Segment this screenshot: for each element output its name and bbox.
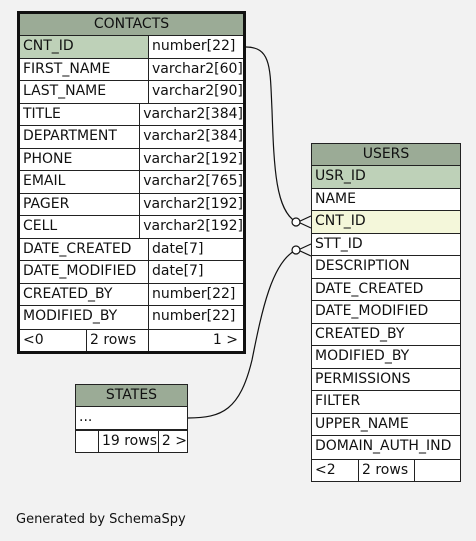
column-name: PERMISSIONS xyxy=(315,370,411,387)
table-states[interactable]: STATES ... 19 rows 2 > xyxy=(75,384,188,453)
column-name: STT_ID xyxy=(315,235,363,252)
column-name: PHONE xyxy=(23,150,73,167)
parents-count[interactable]: <2 xyxy=(315,461,336,478)
column-name: DATE_CREATED xyxy=(315,280,424,297)
column-name: MODIFIED_BY xyxy=(23,308,118,324)
contacts-column-row[interactable]: FIRST_NAME varchar2[60] xyxy=(20,58,243,81)
users-column-row[interactable]: USR_ID xyxy=(312,166,460,189)
users-column-row[interactable]: PERMISSIONS xyxy=(312,369,460,391)
column-name: CNT_ID xyxy=(20,36,148,58)
users-column-row[interactable]: DESCRIPTION xyxy=(312,256,460,279)
column-name: NAME xyxy=(315,190,356,207)
children-count xyxy=(414,459,460,481)
contacts-column-row[interactable]: CREATED_BY number[22] xyxy=(20,283,243,306)
column-name: DEPARTMENT xyxy=(23,128,117,144)
column-type: number[22] xyxy=(148,306,243,329)
column-name: DATE_CREATED xyxy=(23,240,132,257)
parents-count[interactable]: <0 xyxy=(23,331,44,348)
users-column-row[interactable]: DATE_MODIFIED xyxy=(312,301,460,324)
edge-states-to-users xyxy=(187,249,297,419)
table-users-footer: <2 2 rows xyxy=(312,458,460,481)
column-type: number[22] xyxy=(148,283,243,305)
column-name: UPPER_NAME xyxy=(315,415,409,432)
table-states-title: STATES xyxy=(76,385,187,407)
contacts-column-row[interactable]: PAGER varchar2[192] xyxy=(20,193,243,216)
users-column-row[interactable]: DATE_CREATED xyxy=(312,279,460,301)
column-type: varchar2[90] xyxy=(148,81,243,103)
states-ellipsis: ... xyxy=(79,409,93,425)
column-type: varchar2[192] xyxy=(139,193,243,215)
contacts-column-row[interactable]: DATE_MODIFIED date[7] xyxy=(20,261,243,284)
children-count[interactable]: 1 > xyxy=(148,329,243,351)
row-count: 19 rows xyxy=(97,430,158,452)
children-count[interactable]: 2 > xyxy=(157,430,187,452)
column-type: date[7] xyxy=(148,261,243,283)
users-column-row[interactable]: UPPER_NAME xyxy=(312,414,460,436)
column-name: MODIFIED_BY xyxy=(315,348,410,364)
table-contacts-footer: <0 2 rows 1 > xyxy=(20,328,243,351)
contacts-column-row[interactable]: DEPARTMENT varchar2[384] xyxy=(20,126,243,149)
column-name: DATE_MODIFIED xyxy=(23,263,137,279)
column-name: FIRST_NAME xyxy=(23,60,111,77)
users-column-row[interactable]: NAME xyxy=(312,189,460,211)
contacts-column-row[interactable]: EMAIL varchar2[765] xyxy=(20,171,243,194)
contacts-column-row[interactable]: CELL varchar2[192] xyxy=(20,216,243,239)
table-states-footer: 19 rows 2 > xyxy=(76,429,187,452)
users-column-row[interactable]: STT_ID xyxy=(312,234,460,256)
edge-contacts-optional-marker xyxy=(291,217,301,227)
column-type: varchar2[192] xyxy=(139,148,243,170)
column-type: varchar2[192] xyxy=(139,216,243,238)
column-name: FILTER xyxy=(315,393,361,409)
edge-contacts-to-users xyxy=(245,46,297,223)
row-count: 2 rows xyxy=(358,459,414,481)
column-name: CNT_ID xyxy=(312,211,460,233)
column-type: varchar2[384] xyxy=(139,126,243,148)
row-count: 2 rows xyxy=(86,329,148,351)
table-contacts-title: CONTACTS xyxy=(20,14,243,36)
users-column-row[interactable]: DOMAIN_AUTH_IND xyxy=(312,436,460,459)
column-name: CREATED_BY xyxy=(23,285,113,302)
users-column-row[interactable]: CREATED_BY xyxy=(312,324,460,346)
column-name: PAGER xyxy=(23,195,70,212)
contacts-column-row[interactable]: PHONE varchar2[192] xyxy=(20,148,243,171)
column-name: CREATED_BY xyxy=(315,325,405,342)
column-name: DATE_MODIFIED xyxy=(315,303,429,319)
contacts-column-row[interactable]: TITLE varchar2[384] xyxy=(20,103,243,126)
column-type: varchar2[384] xyxy=(139,103,243,125)
column-type: number[22] xyxy=(148,36,243,58)
parents-count xyxy=(76,431,98,452)
edge-states-optional-marker xyxy=(291,245,301,255)
column-type: date[7] xyxy=(148,238,243,260)
column-name: LAST_NAME xyxy=(23,83,107,99)
generated-by-credit: Generated by SchemaSpy xyxy=(16,512,186,527)
table-states-body: ... xyxy=(76,407,187,430)
users-column-row[interactable]: MODIFIED_BY xyxy=(312,346,460,369)
users-column-row[interactable]: FILTER xyxy=(312,391,460,414)
column-name: EMAIL xyxy=(23,173,66,189)
column-type: varchar2[60] xyxy=(148,58,243,80)
column-name: CELL xyxy=(23,218,58,234)
contacts-column-row[interactable]: MODIFIED_BY number[22] xyxy=(20,306,243,329)
contacts-column-row[interactable]: LAST_NAME varchar2[90] xyxy=(20,81,243,104)
table-users[interactable]: USERS USR_ID NAME CNT_ID STT_ID DESCRIPTION D… xyxy=(311,143,461,482)
column-name: DOMAIN_AUTH_IND xyxy=(315,438,452,454)
table-users-title: USERS xyxy=(312,144,460,166)
column-name: DESCRIPTION xyxy=(315,258,410,274)
column-name: TITLE xyxy=(23,105,61,122)
column-type: varchar2[765] xyxy=(139,171,243,193)
users-column-row[interactable]: CNT_ID xyxy=(312,211,460,234)
column-name: USR_ID xyxy=(312,166,460,188)
contacts-column-row[interactable]: DATE_CREATED date[7] xyxy=(20,238,243,261)
